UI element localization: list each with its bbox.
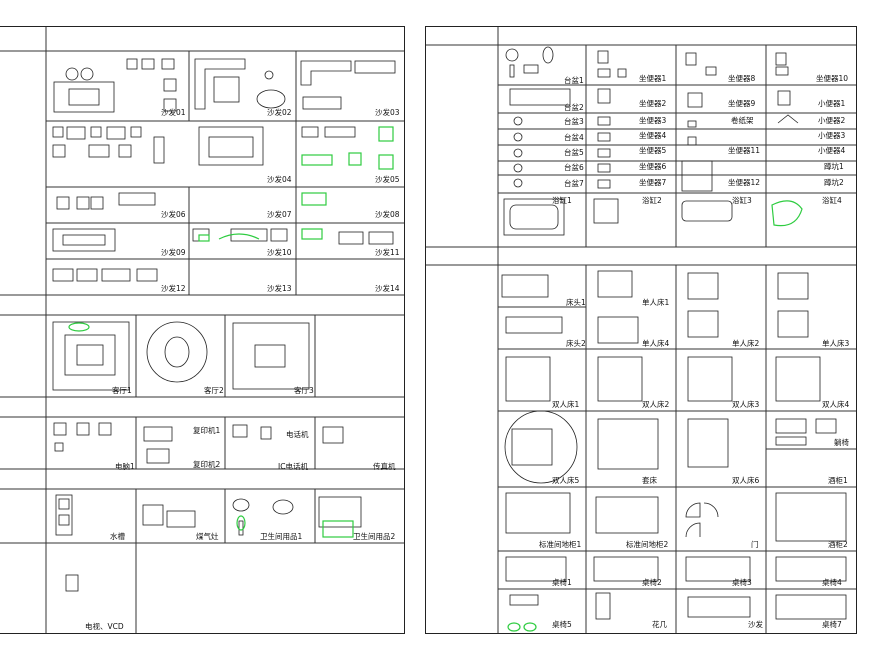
label-urinal-1: 小便器1 [818,99,846,108]
label-computer-1: 电脑1 [115,462,135,471]
label-cabinet-2: 标准间地柜2 [626,540,669,549]
label-toilet-9: 坐便器9 [728,99,756,108]
label-double-bed-3: 双人床3 [732,400,760,409]
label-squat-2: 蹲坑2 [824,178,844,187]
label-urinal-2: 小便器2 [818,116,846,125]
label-toilet-5: 坐便器5 [639,146,667,155]
left-sheet: 沙发01 沙发02 沙发03 沙发04 沙发05 沙发06 沙发07 沙发08 … [0,26,405,634]
label-paper-holder: 卷纸架 [731,116,754,125]
label-single-bed-1: 单人床1 [642,298,670,307]
label-double-bed-5: 双人床5 [552,476,580,485]
label-sofa-02: 沙发02 [267,108,292,117]
label-lounge-chair: 躺椅 [834,438,849,447]
label-toilet-3: 坐便器3 [639,116,667,125]
label-basin-1: 台盆1 [564,76,584,85]
label-tub-3: 浴缸3 [732,196,752,205]
right-grid [426,27,856,633]
label-copier-1: 复印机1 [193,426,221,435]
label-basin-5: 台盆5 [564,148,584,157]
highlighted-symbols [68,126,394,538]
label-double-bed-4: 双人床4 [822,400,850,409]
label-tv-vcd: 电视、VCD [85,622,124,631]
label-wine-cabinet-2: 酒柜2 [828,540,848,549]
label-sofa-12: 沙发12 [161,284,186,293]
label-fax: 传真机 [373,462,396,471]
label-sofa-07: 沙发07 [267,210,292,219]
label-flower-stand: 花几 [652,620,667,629]
label-wine-cabinet-1: 酒柜1 [828,476,848,485]
label-sofa-14: 沙发14 [375,284,400,293]
label-double-bed-1: 双人床1 [552,400,580,409]
label-gas-stove: 煤气灶 [196,532,219,541]
label-door: 门 [751,540,759,549]
label-single-bed-2: 单人床2 [732,339,760,348]
label-table-set-7: 桌椅7 [822,620,842,629]
label-toilet-2: 坐便器2 [639,99,667,108]
label-table-set-5: 桌椅5 [552,620,572,629]
label-single-bed-3: 单人床3 [822,339,850,348]
label-table-set-4: 桌椅4 [822,578,842,587]
label-single-bed-4: 单人床4 [642,339,670,348]
label-sofa-03: 沙发03 [375,108,400,117]
label-tub-2: 浴缸2 [642,196,662,205]
label-bath-supplies-1: 卫生间用品1 [260,532,303,541]
label-urinal-3: 小便器3 [818,131,846,140]
label-bath-supplies-2: 卫生间用品2 [353,532,396,541]
label-table-set-2: 桌椅2 [642,578,662,587]
label-tub-1: 浴缸1 [552,196,572,205]
label-sofa-05: 沙发05 [375,175,400,184]
label-sofa-11: 沙发11 [375,248,400,257]
label-headboard-1: 床头1 [566,298,586,307]
label-toilet-7: 坐便器7 [639,178,667,187]
label-living-1: 客厅1 [112,386,132,395]
label-ic-phone: IC电话机 [278,462,308,471]
label-sofa-08: 沙发08 [375,210,400,219]
label-sofa: 沙发 [748,620,763,629]
label-cabinet-1: 标准间地柜1 [539,540,582,549]
label-basin-4: 台盆4 [564,133,584,142]
label-headboard-2: 床头2 [566,339,586,348]
label-bed-set: 套床 [642,476,657,485]
label-sofa-13: 沙发13 [267,284,292,293]
label-toilet-1: 坐便器1 [639,74,667,83]
label-basin-2: 台盆2 [564,103,584,112]
label-toilet-8: 坐便器8 [728,74,756,83]
label-sofa-04: 沙发04 [267,175,292,184]
label-double-bed-6: 双人床6 [732,476,760,485]
label-toilet-6: 坐便器6 [639,162,667,171]
label-squat-1: 蹲坑1 [824,162,844,171]
left-grid [0,27,404,633]
label-table-set-1: 桌椅1 [552,578,572,587]
label-sofa-06: 沙发06 [161,210,186,219]
label-basin-7: 台盆7 [564,179,584,188]
label-basin-3: 台盆3 [564,117,584,126]
label-sofa-01: 沙发01 [161,108,186,117]
label-copier-2: 复印机2 [193,460,221,469]
fixture-symbols [501,46,847,620]
label-sink: 水槽 [110,532,125,541]
label-toilet-10: 坐便器10 [816,74,849,83]
highlighted-fixtures [507,200,803,632]
label-living-2: 客厅2 [204,386,224,395]
label-sofa-10: 沙发10 [267,248,292,257]
label-sofa-09: 沙发09 [161,248,186,257]
sofa-symbols [52,58,396,592]
label-tub-4: 浴缸4 [822,196,842,205]
label-toilet-4: 坐便器4 [639,131,667,140]
label-phone: 电话机 [286,430,309,439]
label-living-3: 客厅3 [294,386,314,395]
label-table-set-3: 桌椅3 [732,578,752,587]
label-urinal-4: 小便器4 [818,146,846,155]
label-double-bed-2: 双人床2 [642,400,670,409]
label-basin-6: 台盆6 [564,163,584,172]
right-sheet: 台盆1 台盆2 台盆3 台盆4 台盆5 台盆6 台盆7 坐便器1 坐便器2 坐便… [425,26,857,634]
label-toilet-12: 坐便器12 [728,178,761,187]
label-toilet-11: 坐便器11 [728,146,761,155]
